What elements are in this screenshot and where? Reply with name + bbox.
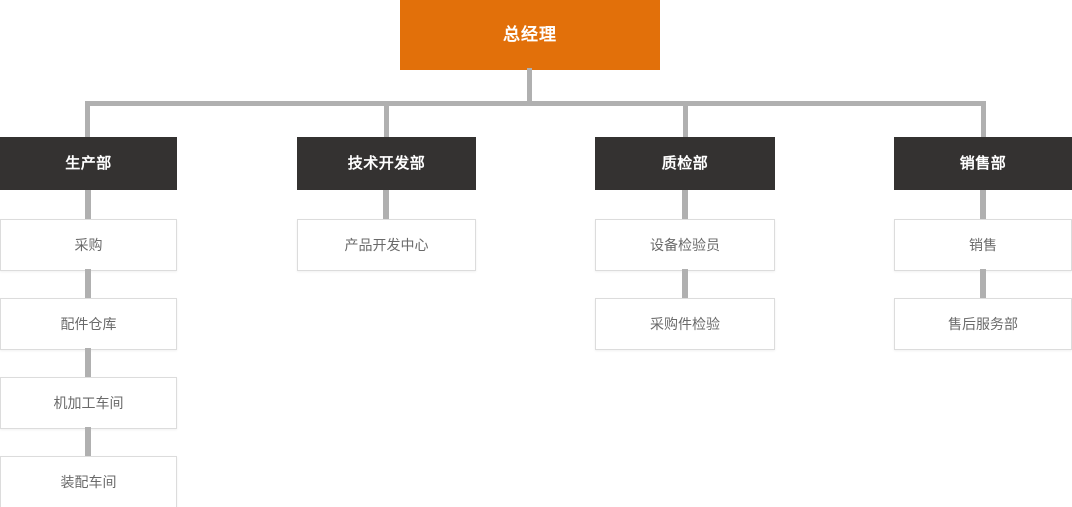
connector-bus-to-dept-2 (384, 101, 389, 141)
connector-child-2-to-child-3-col-1 (85, 348, 91, 379)
node-department-production[interactable]: 生产部 (0, 137, 177, 190)
node-label: 设备检验员 (650, 236, 720, 253)
node-department-technical-development[interactable]: 技术开发部 (297, 137, 476, 190)
connector-root-stem (527, 68, 532, 104)
node-label: 采购 (74, 236, 103, 253)
node-equipment-inspector[interactable]: 设备检验员 (595, 219, 775, 271)
node-label: 售后服务部 (948, 315, 1018, 332)
connector-bus-to-dept-3 (683, 101, 688, 141)
node-label: 装配车间 (60, 473, 117, 490)
connector-child-1-to-child-2-col-3 (682, 269, 688, 300)
node-sales[interactable]: 销售 (894, 219, 1072, 271)
node-general-manager[interactable]: 总经理 (400, 0, 660, 70)
node-label: 配件仓库 (60, 315, 117, 332)
node-department-quality-inspection[interactable]: 质检部 (595, 137, 775, 190)
node-label: 技术开发部 (347, 154, 426, 172)
node-after-sales-service[interactable]: 售后服务部 (894, 298, 1072, 350)
connector-dept-3-to-child-1 (682, 190, 688, 221)
node-product-development-center[interactable]: 产品开发中心 (297, 219, 476, 271)
node-procurement[interactable]: 采购 (0, 219, 177, 271)
connector-dept-4-to-child-1 (980, 190, 986, 221)
node-parts-warehouse[interactable]: 配件仓库 (0, 298, 177, 350)
node-purchased-parts-inspection[interactable]: 采购件检验 (595, 298, 775, 350)
node-label: 总经理 (503, 24, 557, 44)
connector-bus-to-dept-1 (85, 101, 90, 141)
node-label: 产品开发中心 (344, 236, 429, 253)
node-assembly-workshop[interactable]: 装配车间 (0, 456, 177, 507)
connector-bus-to-dept-4 (981, 101, 986, 141)
node-label: 质检部 (661, 154, 709, 172)
connector-child-3-to-child-4-col-1 (85, 427, 91, 458)
node-label: 采购件检验 (650, 315, 720, 332)
node-label: 生产部 (65, 154, 112, 172)
connector-dept-1-to-child-1 (85, 190, 91, 221)
connector-child-1-to-child-2-col-1 (85, 269, 91, 300)
node-department-sales[interactable]: 销售部 (894, 137, 1072, 190)
connector-dept-2-to-child-1 (383, 190, 389, 221)
connector-child-1-to-child-2-col-4 (980, 269, 986, 300)
connector-horizontal-bus (86, 101, 986, 106)
node-label: 销售部 (959, 154, 1007, 172)
node-machining-workshop[interactable]: 机加工车间 (0, 377, 177, 429)
node-label: 机加工车间 (53, 394, 124, 411)
node-label: 销售 (969, 236, 997, 253)
